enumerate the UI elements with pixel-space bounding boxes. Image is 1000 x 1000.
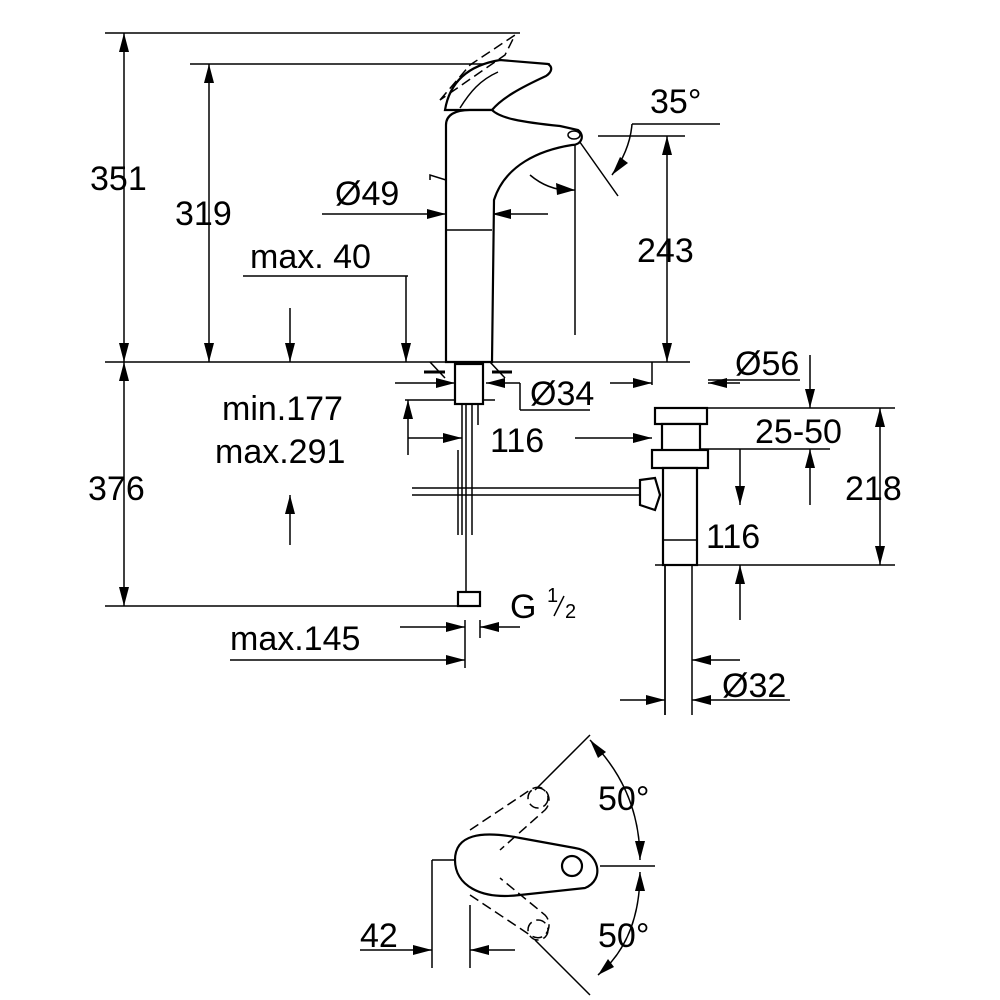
thread-letter: G (510, 588, 536, 626)
dim-42: 42 (360, 917, 398, 955)
top-view-lever (432, 734, 655, 996)
dim-diameter-56: Ø56 (735, 345, 799, 383)
dim-angle-35: 35° (650, 83, 701, 121)
dim-max-145: max.145 (230, 620, 360, 658)
dim-218: 218 (845, 470, 902, 508)
thread-label: G (510, 588, 536, 626)
thread-denominator: 2 (565, 601, 576, 623)
faucet-drawing (412, 32, 710, 715)
dim-25-50: 25-50 (755, 413, 842, 451)
dim-116-horizontal: 116 (490, 422, 544, 460)
dim-319: 319 (175, 195, 232, 233)
dim-351: 351 (90, 160, 147, 198)
dim-min-177: min.177 (222, 390, 343, 428)
dim-116-vertical: 116 (706, 518, 760, 556)
labels: 351 319 Ø49 max. 40 35° 243 Ø56 Ø34 min.… (88, 83, 902, 955)
dim-diameter-49: Ø49 (335, 175, 399, 213)
dimension-lines (119, 33, 885, 968)
dim-243: 243 (637, 232, 694, 270)
dim-angle-50-lower: 50° (598, 917, 649, 955)
dim-diameter-34: Ø34 (530, 375, 594, 413)
angle-35-indicator (529, 123, 633, 197)
dim-diameter-32: Ø32 (722, 667, 786, 705)
thread-numerator: 1 (547, 585, 558, 607)
dim-angle-50-upper: 50° (598, 780, 649, 818)
dim-max-40: max. 40 (250, 238, 371, 276)
dim-376: 376 (88, 470, 145, 508)
dim-max-291: max.291 (215, 433, 345, 471)
